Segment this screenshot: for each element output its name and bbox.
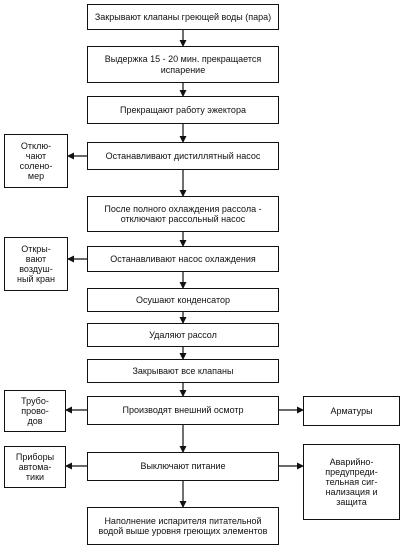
side-box-pipelines: Трубо- прово- дов: [4, 390, 66, 432]
side-box-instruments: Приборы автома- тики: [4, 446, 66, 488]
step-box-9: Закрывают все клапаны: [87, 359, 279, 383]
step-box-10: Производят внешний осмотр: [87, 396, 279, 425]
side-box-alarm: Аварийно- предупреди- тельная сиг- нализ…: [303, 444, 400, 520]
step-box-12: Наполнение испарителя питательной водой …: [87, 507, 279, 545]
side-box-fittings: Арматуры: [303, 396, 400, 426]
step-box-3: Прекращают работу эжектора: [87, 96, 279, 124]
step-box-4: Останавливают дистиллятный насос: [87, 142, 279, 170]
step-box-5: После полного охлаждения рассола - отклю…: [87, 196, 279, 232]
step-box-7: Осушают конденсатор: [87, 288, 279, 312]
side-box-solenomer: Отклю- чают солено- мер: [4, 134, 68, 188]
step-box-6: Останавливают насос охлаждения: [87, 246, 279, 272]
side-box-air-valve: Откры- вают воздуш- ный кран: [4, 237, 68, 291]
step-box-2: Выдержка 15 - 20 мин. прекращается испар…: [87, 46, 279, 83]
step-box-11: Выключают питание: [87, 452, 279, 481]
step-box-1: Закрывают клапаны греющей воды (пара): [87, 4, 279, 30]
step-box-8: Удаляют рассол: [87, 323, 279, 347]
